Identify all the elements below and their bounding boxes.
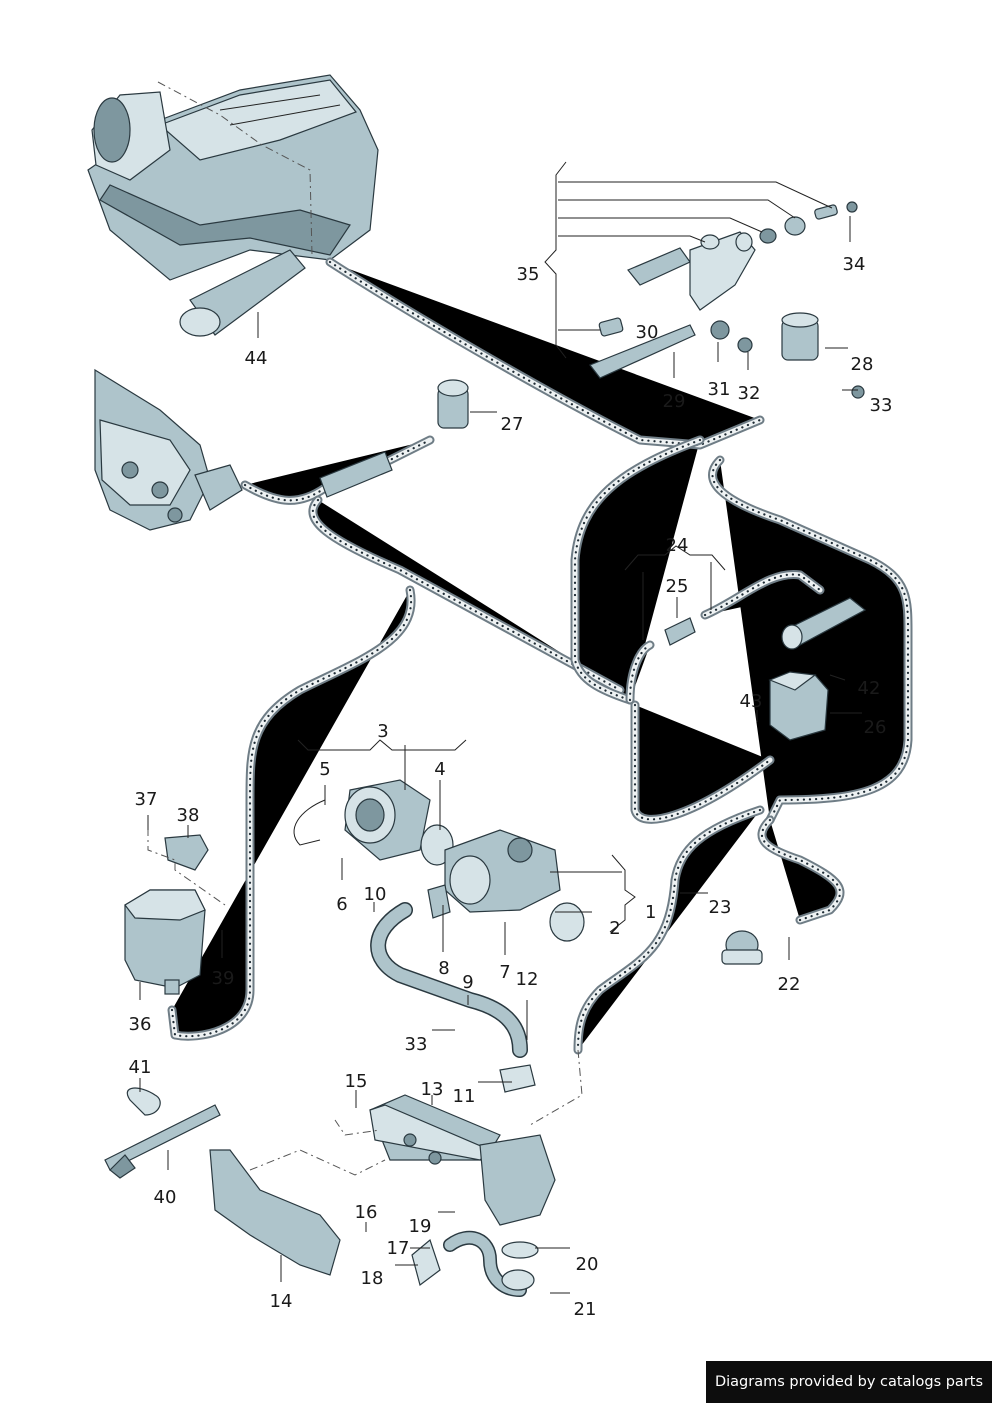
label-19: 19: [409, 1216, 432, 1237]
label-23: 23: [709, 897, 732, 918]
t-piece: [781, 597, 867, 650]
label-13: 13: [421, 1079, 444, 1100]
intake-manifold: [94, 368, 243, 531]
hose-clamp: [126, 1087, 161, 1116]
label-16: 16: [355, 1202, 378, 1223]
solenoid-valve: [768, 671, 829, 741]
credit-banner: Diagrams provided by catalogs parts: [706, 1361, 992, 1403]
valve-assembly: [589, 201, 865, 399]
label-18: 18: [361, 1268, 384, 1289]
label-38: 38: [177, 805, 200, 826]
label-12: 12: [516, 969, 539, 990]
label-1: 1: [645, 902, 656, 923]
label-28: 28: [851, 354, 874, 375]
egr-valve: [293, 779, 585, 942]
label-5: 5: [319, 759, 330, 780]
label-11: 11: [453, 1086, 476, 1107]
label-44: 44: [245, 348, 268, 369]
air-filter-housing: [87, 74, 379, 337]
label-6: 6: [336, 894, 347, 915]
egr-pipe: [370, 884, 536, 1093]
label-30: 30: [636, 322, 659, 343]
label-32: 32: [738, 383, 761, 404]
check-valve: [664, 617, 696, 646]
label-26: 26: [864, 717, 887, 738]
mounting-bracket: [209, 1149, 341, 1276]
label-22: 22: [778, 974, 801, 995]
label-41: 41: [129, 1057, 152, 1078]
egr-cooler-pipe: [411, 1230, 539, 1297]
vacuum-hoses: [172, 262, 908, 1050]
activated-charcoal-filter: [124, 889, 206, 995]
label-37: 37: [135, 789, 158, 810]
label-20: 20: [576, 1254, 599, 1275]
label-29: 29: [663, 391, 686, 412]
label-33-upper: 33: [870, 395, 893, 416]
filter-bracket: [164, 834, 209, 871]
pressure-reservoir: [437, 379, 469, 429]
cable-ties: [104, 1104, 221, 1179]
label-9: 9: [462, 972, 473, 993]
label-14: 14: [270, 1291, 293, 1312]
label-27: 27: [501, 414, 524, 435]
label-40: 40: [154, 1187, 177, 1208]
label-4: 4: [434, 759, 445, 780]
label-8: 8: [438, 958, 449, 979]
label-17: 17: [387, 1238, 410, 1259]
label-36: 36: [129, 1014, 152, 1035]
part-labels: 1 2 3 4 5 6 7 8 9 10 11 12 13 14 15 16 1…: [129, 254, 893, 1320]
label-3: 3: [377, 721, 388, 742]
label-7: 7: [499, 962, 510, 983]
label-2: 2: [609, 918, 620, 939]
label-35: 35: [517, 264, 540, 285]
label-10: 10: [364, 884, 387, 905]
vacuum-unit: [721, 930, 763, 965]
label-31: 31: [708, 379, 731, 400]
label-43: 43: [740, 691, 763, 712]
label-39: 39: [212, 968, 235, 989]
label-25: 25: [666, 576, 689, 597]
resonator-tube: [319, 451, 393, 498]
egr-cooler: [369, 1094, 556, 1226]
label-33-lower: 33: [405, 1034, 428, 1055]
label-34: 34: [843, 254, 866, 275]
leader-lines: [139, 216, 862, 1294]
label-42: 42: [858, 678, 881, 699]
label-24: 24: [666, 535, 689, 556]
label-21: 21: [574, 1299, 597, 1320]
label-15: 15: [345, 1071, 368, 1092]
